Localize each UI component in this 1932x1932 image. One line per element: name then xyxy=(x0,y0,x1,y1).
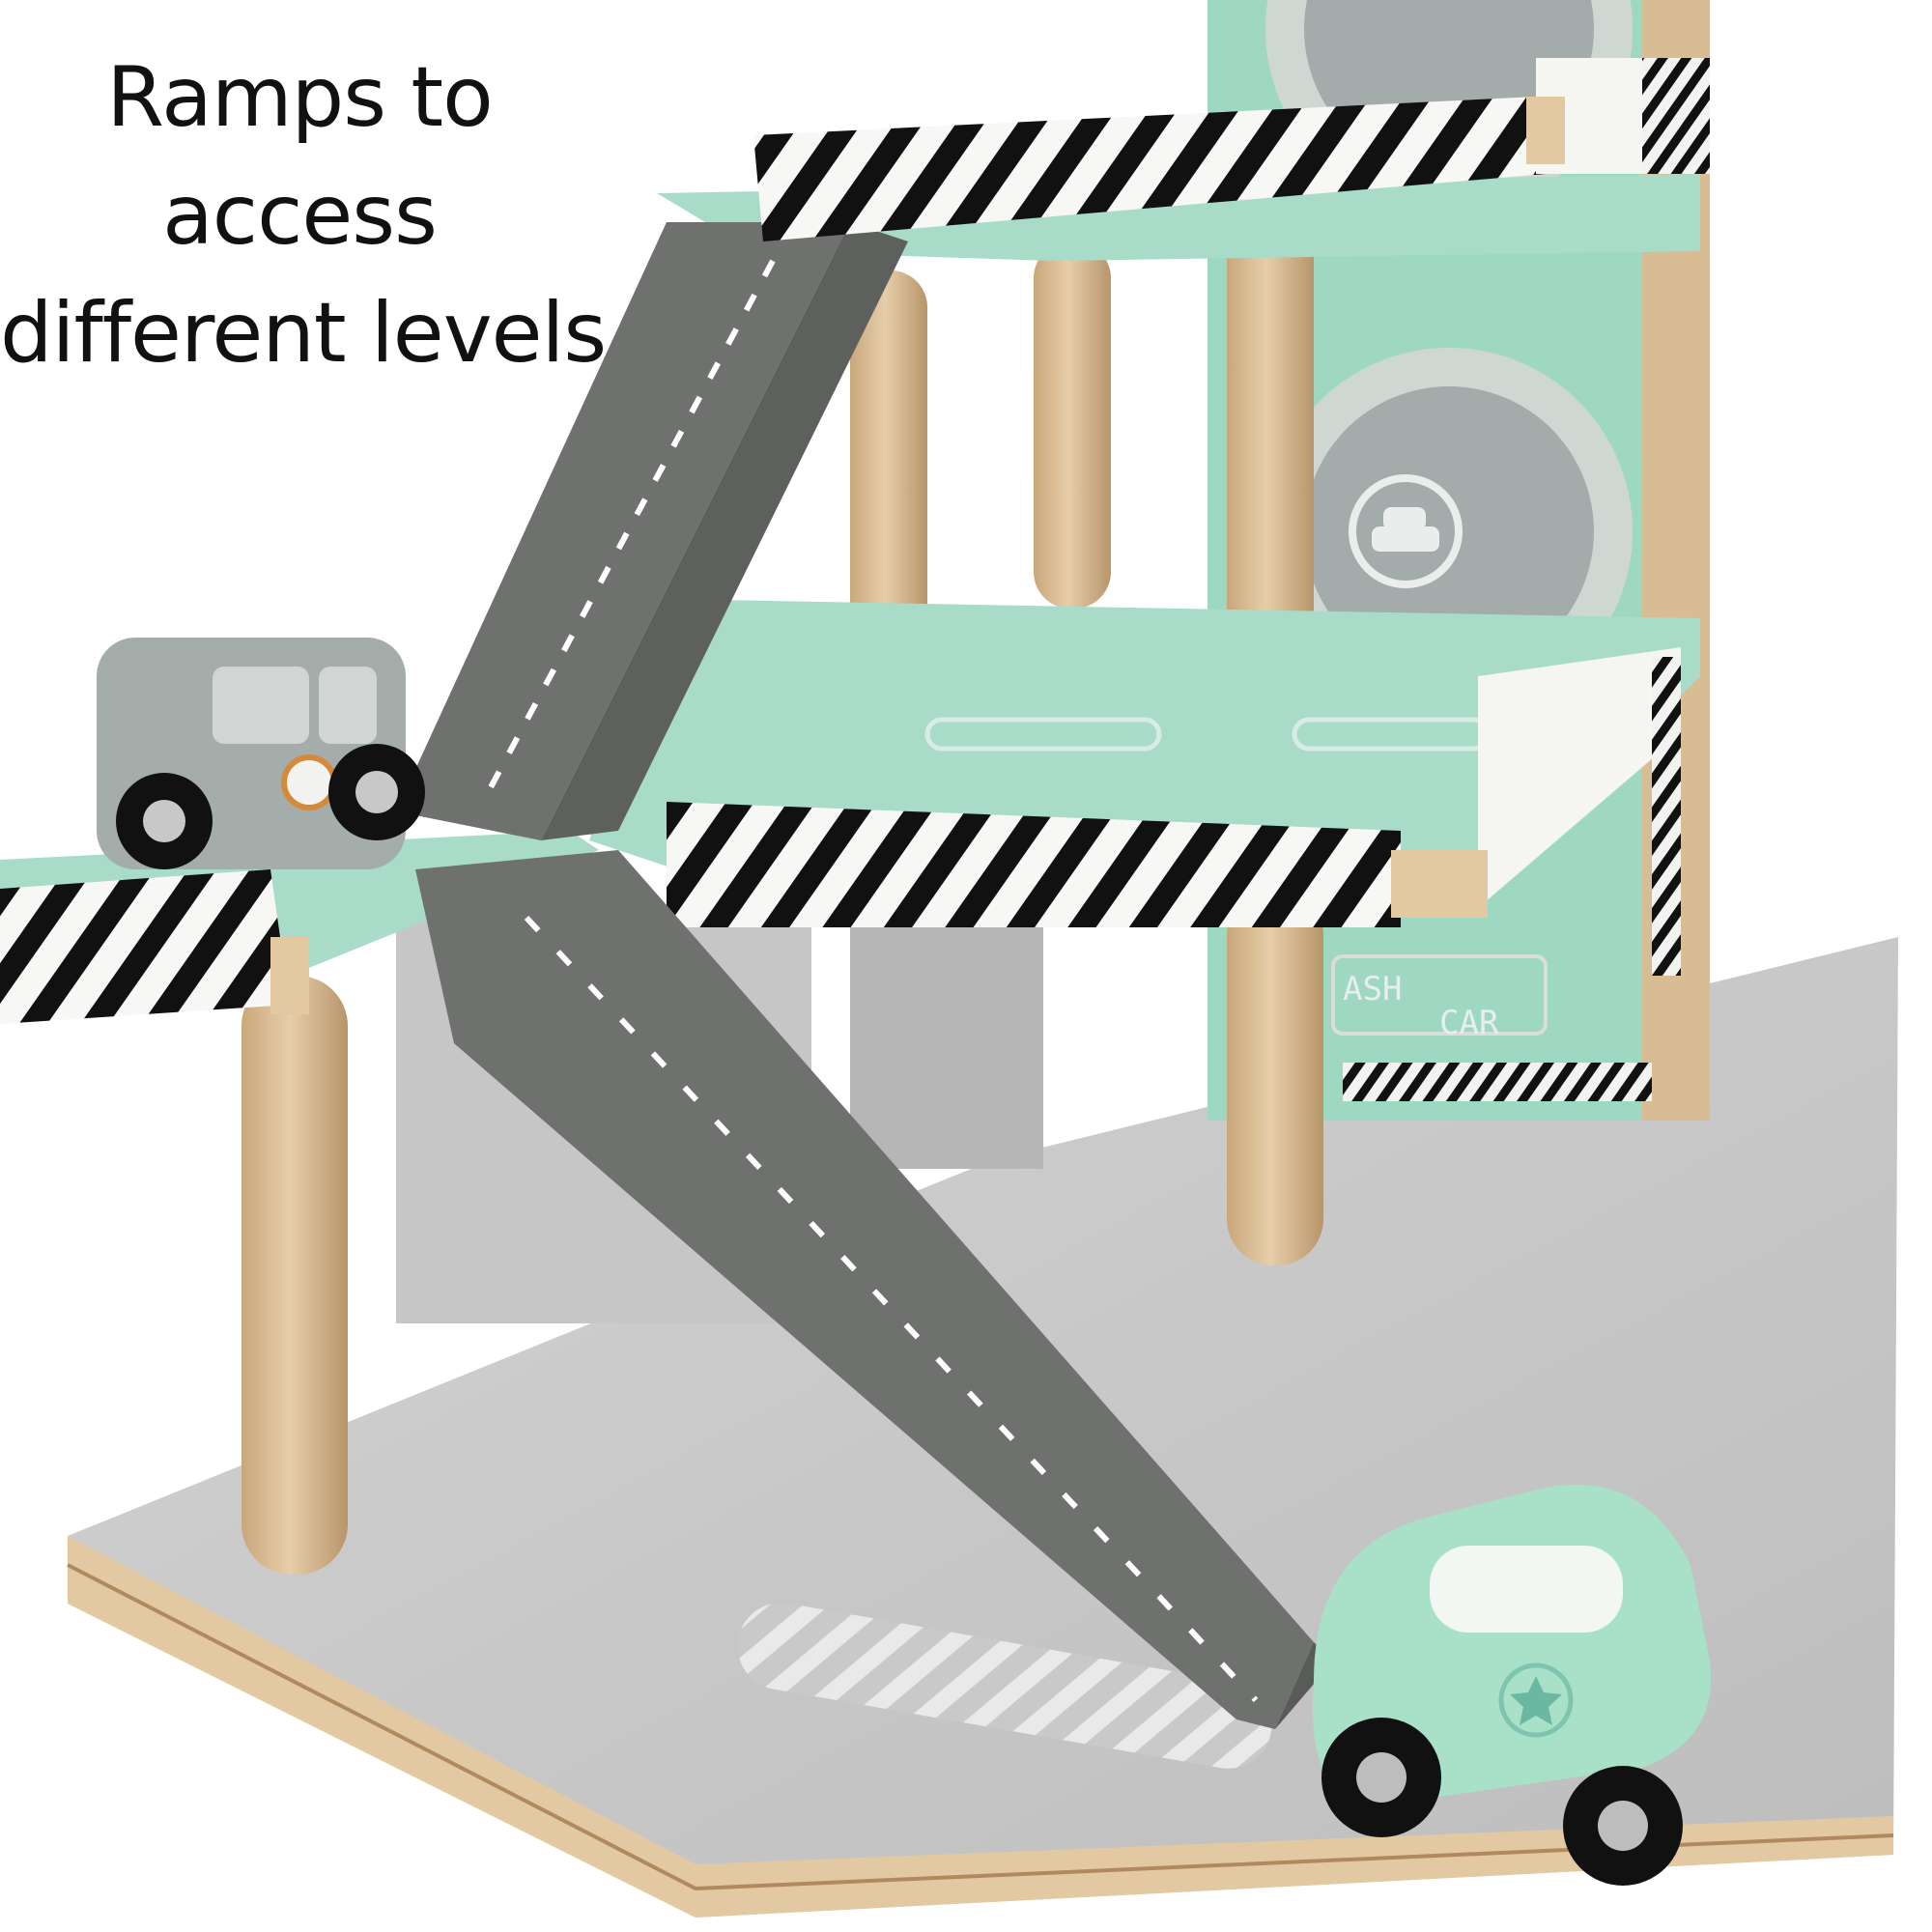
pillar-lower-2 xyxy=(1227,889,1323,1265)
left-barrier xyxy=(0,869,309,1024)
mint-car xyxy=(1312,1484,1712,1886)
car-icon xyxy=(1349,474,1463,588)
caption-line-2: access xyxy=(162,167,438,264)
pillar-upper-2 xyxy=(1034,242,1111,609)
pillar-upper-1 xyxy=(850,270,927,676)
star-icon xyxy=(1498,1662,1574,1738)
middle-barrier xyxy=(667,647,1681,976)
caption-line-3: different levels xyxy=(0,285,607,382)
pillar-lower-1 xyxy=(242,976,348,1575)
upper-barrier xyxy=(753,58,1710,242)
caption: Ramps to access different levels xyxy=(0,39,607,392)
wash-sign-right: CAR xyxy=(1439,1004,1499,1042)
wash-sign xyxy=(1331,954,1548,1036)
wash-sign-left: ASH xyxy=(1343,970,1402,1009)
grey-van xyxy=(97,638,425,869)
parking-marking xyxy=(737,1603,1272,1769)
caption-line-1: Ramps to xyxy=(106,49,493,146)
upper-ramp xyxy=(396,222,908,840)
